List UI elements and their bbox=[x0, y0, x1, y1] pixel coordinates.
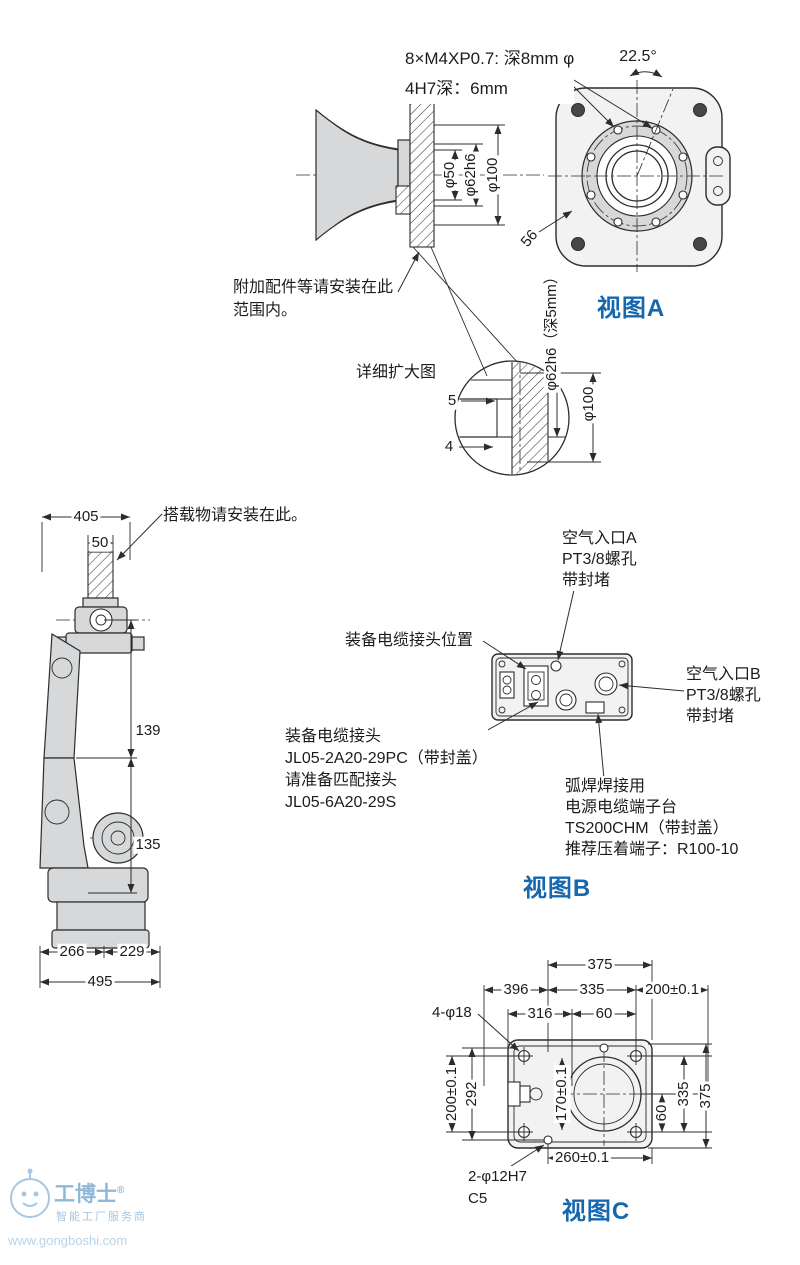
thread-note: 8×M4XP0.7: 深8mm φ 4H7深：6mm bbox=[405, 44, 575, 104]
cable-connector-note: 装备电缆接头 JL05-2A20-29PC（带封盖） 请准备匹配接头 JL05-… bbox=[285, 726, 488, 814]
air-inlet-a-line2: PT3/8螺孔 bbox=[562, 551, 637, 568]
watermark-mascot-icon bbox=[10, 1168, 50, 1218]
vc-dowel-note-line2: C5 bbox=[468, 1190, 488, 1207]
side-elevation-drawing bbox=[39, 513, 163, 988]
vc-dim-375-right-label: 375 bbox=[696, 1081, 715, 1111]
vc-dim-316-label: 316 bbox=[525, 1004, 555, 1023]
vc-dim-335-right-label: 335 bbox=[674, 1079, 693, 1109]
view-a-title: 视图A bbox=[594, 294, 668, 323]
vc-dim-375-top-label: 375 bbox=[585, 955, 615, 974]
watermark-registered-mark: ® bbox=[117, 1185, 125, 1196]
watermark-tagline: 智能工厂服务商 bbox=[56, 1211, 147, 1223]
vc-dim-292-label: 292 bbox=[462, 1079, 481, 1109]
air-inlet-b-note: 空气入口B PT3/8螺孔 带封堵 bbox=[686, 664, 761, 727]
detail-enlarged-drawing bbox=[454, 272, 601, 476]
welding-terminal-line4: 推荐压着端子：R100-10 bbox=[565, 841, 739, 858]
watermark-url: www.gongboshi.com bbox=[8, 1233, 128, 1248]
accessory-range-note-line2: 范围内。 bbox=[233, 302, 298, 319]
dim-phi100-label: φ100 bbox=[483, 155, 502, 195]
view-c-title: 视图C bbox=[559, 1197, 633, 1226]
vc-dim-170-label: 170±0.1 bbox=[552, 1064, 571, 1124]
vc-dim-60-right-label: 60 bbox=[652, 1102, 671, 1124]
air-inlet-b-line1: 空气入口B bbox=[686, 666, 761, 683]
payload-note: 搭载物请安装在此。 bbox=[163, 505, 308, 526]
accessory-range-note: 附加配件等请安装在此 范围内。 bbox=[233, 276, 394, 322]
welding-terminal-line1: 弧焊焊接用 bbox=[565, 778, 646, 795]
dim-phi50-label: φ50 bbox=[440, 159, 459, 191]
dim-135-label: 135 bbox=[133, 835, 163, 854]
view-b-title: 视图B bbox=[520, 874, 594, 903]
view-a-drawing bbox=[538, 68, 731, 272]
air-inlet-a-line3: 带封堵 bbox=[562, 572, 611, 589]
cable-connector-line4: JL05-6A20-29S bbox=[285, 794, 397, 811]
air-inlet-b-line3: 带封堵 bbox=[686, 708, 735, 725]
vc-dim-60-top-label: 60 bbox=[593, 1004, 615, 1023]
air-inlet-a-line1: 空气入口A bbox=[562, 530, 637, 547]
vc-dowel-note-line1: 2-φ12H7 bbox=[468, 1168, 527, 1185]
view-b-drawing bbox=[467, 589, 685, 780]
watermark-brand-text: 工博士 bbox=[54, 1183, 117, 1206]
dim-266-label: 266 bbox=[57, 942, 87, 961]
thread-note-line1: 8×M4XP0.7: 深8mm φ bbox=[405, 49, 575, 68]
accessory-range-note-line1: 附加配件等请安装在此 bbox=[233, 279, 394, 296]
air-inlet-b-line2: PT3/8螺孔 bbox=[686, 687, 761, 704]
air-inlet-a-note: 空气入口A PT3/8螺孔 带封堵 bbox=[562, 528, 637, 591]
cable-connector-line1: 装备电缆接头 bbox=[285, 728, 382, 745]
vc-dim-200-left-label: 200±0.1 bbox=[442, 1064, 461, 1124]
dim-phi62h6-label: φ62h6 bbox=[461, 151, 480, 199]
thread-note-line2: 4H7深：6mm bbox=[405, 79, 508, 98]
welding-terminal-line2: 电源电缆端子台 bbox=[565, 799, 678, 816]
dim-139-label: 139 bbox=[133, 721, 163, 740]
angle-label: 22.5° bbox=[617, 48, 659, 66]
detail-dim-5-label: 5 bbox=[445, 391, 459, 410]
dim-229-label: 229 bbox=[117, 942, 147, 961]
dim-50-label: 50 bbox=[89, 533, 111, 552]
dim-495-label: 495 bbox=[85, 972, 115, 991]
detail-dim-phi100-label: φ100 bbox=[579, 384, 598, 424]
detail-dim-phi62-depth-label: φ62h6（深5mm） bbox=[542, 267, 561, 393]
dim-405-label: 405 bbox=[71, 507, 101, 526]
detail-view-label: 详细扩大图 bbox=[356, 362, 437, 383]
vc-dowel-note: 2-φ12H7 C5 bbox=[468, 1166, 527, 1210]
vc-dim-200-top-label: 200±0.1 bbox=[642, 980, 702, 999]
vc-dim-396-label: 396 bbox=[501, 980, 531, 999]
welding-terminal-line3: TS200CHM（带封盖） bbox=[565, 820, 729, 837]
cable-connector-line3: 请准备匹配接头 bbox=[285, 772, 398, 789]
cable-position-note: 装备电缆接头位置 bbox=[345, 630, 474, 651]
detail-dim-4-label: 4 bbox=[442, 437, 456, 456]
watermark-brand: 工博士® bbox=[54, 1180, 124, 1205]
cable-connector-line2: JL05-2A20-29PC（带封盖） bbox=[285, 750, 488, 767]
vc-dim-260-bottom-label: 260±0.1 bbox=[552, 1148, 612, 1167]
welding-terminal-note: 弧焊焊接用 电源电缆端子台 TS200CHM（带封盖） 推荐压着端子：R100-… bbox=[565, 776, 739, 860]
vc-dim-335-top-label: 335 bbox=[577, 980, 607, 999]
wrist-section-drawing bbox=[296, 102, 544, 377]
vc-holes-note: 4-φ18 bbox=[432, 1002, 472, 1023]
